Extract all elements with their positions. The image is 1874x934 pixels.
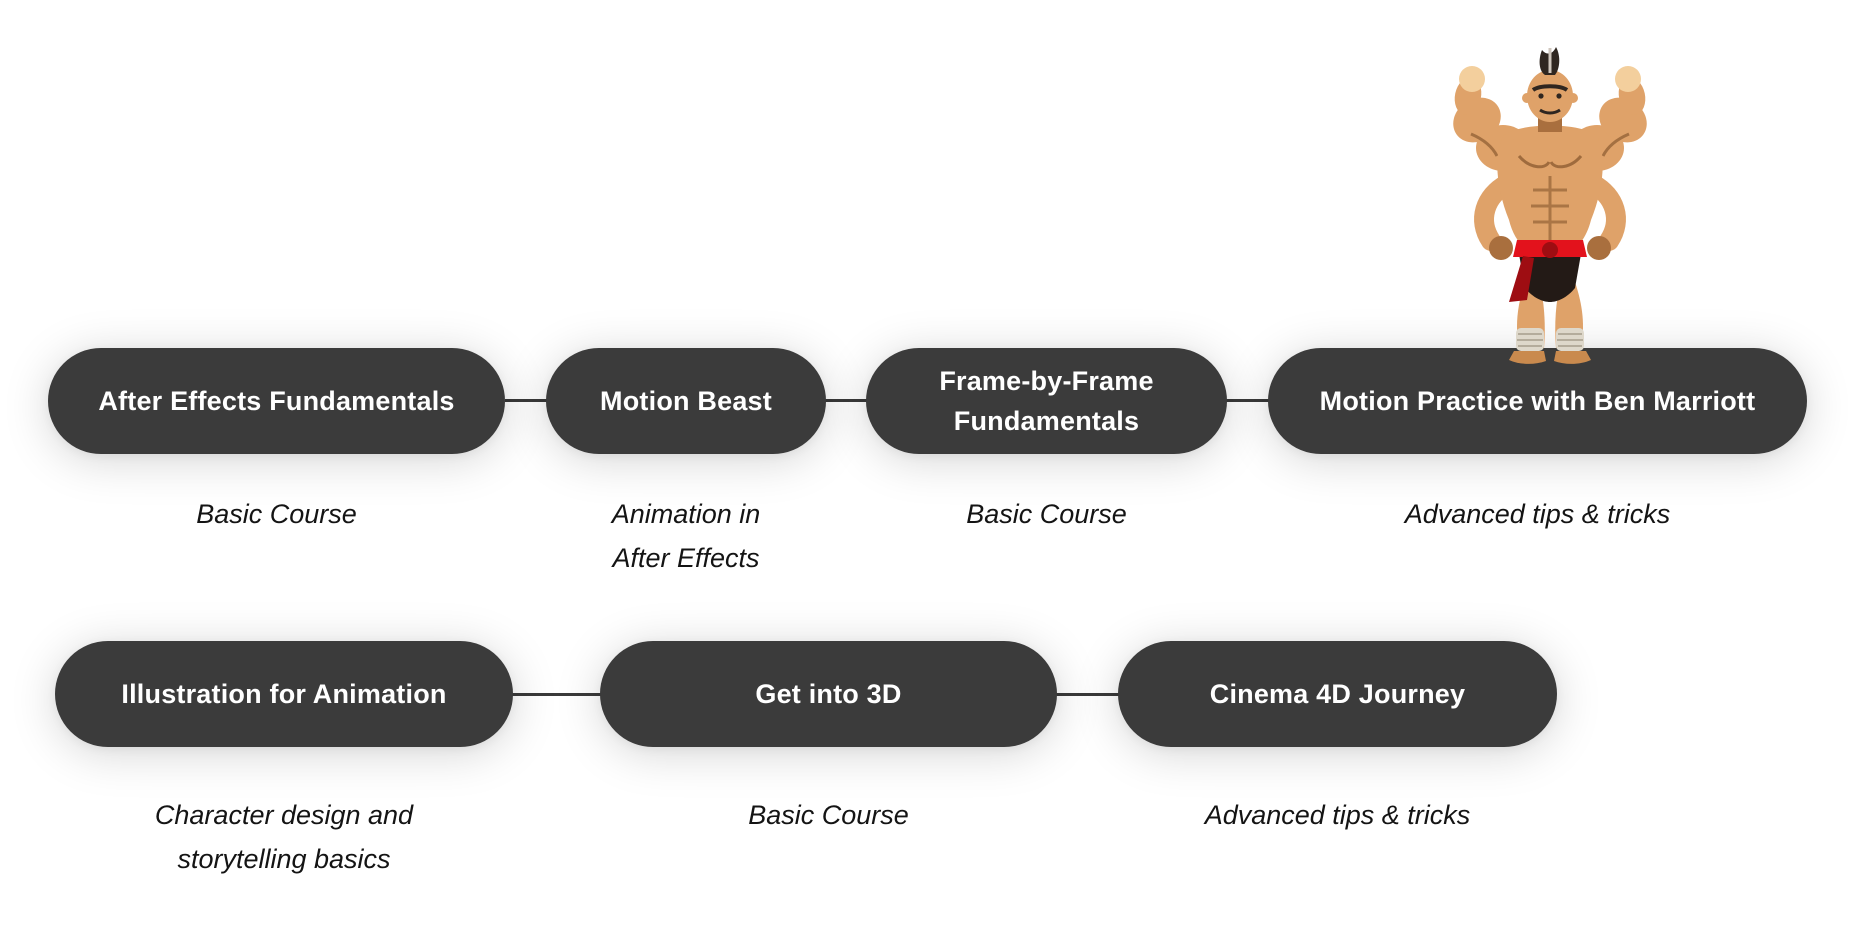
caption-line: After Effects [612,543,760,573]
caption-line: Basic Course [196,499,357,529]
course-node-get-into-3d[interactable]: Get into 3D [600,641,1057,747]
caption-line: Basic Course [966,499,1127,529]
connector-line [1055,693,1120,696]
course-node-label: After Effects Fundamentals [98,386,455,416]
course-node-label: Motion Beast [600,386,772,416]
connector-line [824,399,868,402]
course-caption-character-design-storytelling: Character design and storytelling basics [55,793,513,881]
mascot-head [1522,47,1578,132]
course-node-label-line1: Frame-by-Frame [939,366,1154,396]
course-caption-advanced-tips-tricks: Advanced tips & tricks [1118,793,1557,837]
course-node-cinema-4d-journey[interactable]: Cinema 4D Journey [1118,641,1557,747]
course-node-frame-by-frame-fundamentals[interactable]: Frame-by-Frame Fundamentals [866,348,1227,454]
course-node-motion-beast[interactable]: Motion Beast [546,348,826,454]
mascot-torso [1497,125,1603,258]
connector-line [1225,399,1270,402]
connector-line [511,693,602,696]
course-node-label: Get into 3D [755,679,902,709]
course-node-label: Cinema 4D Journey [1209,679,1466,709]
course-caption-advanced-tips-tricks: Advanced tips & tricks [1268,492,1807,536]
mascot-sash-and-briefs [1509,240,1587,302]
course-node-label: Motion Practice with Ben Marriott [1319,386,1756,416]
course-caption-animation-in-after-effects: Animation in After Effects [546,492,826,580]
caption-line: storytelling basics [177,844,391,874]
course-node-after-effects-fundamentals[interactable]: After Effects Fundamentals [48,348,505,454]
caption-line: Animation in [611,499,761,529]
course-caption-basic-course: Basic Course [600,793,1057,837]
caption-line: Character design and [154,800,414,830]
course-caption-basic-course: Basic Course [48,492,505,536]
caption-line: Advanced tips & tricks [1204,800,1471,830]
course-node-label-line2: Fundamentals [953,406,1140,436]
course-node-motion-practice-ben-marriott[interactable]: Motion Practice with Ben Marriott [1268,348,1807,454]
connector-line [505,399,548,402]
course-caption-basic-course: Basic Course [866,492,1227,536]
caption-line: Advanced tips & tricks [1404,499,1671,529]
course-node-label: Illustration for Animation [121,679,447,709]
caption-line: Basic Course [748,800,909,830]
course-node-illustration-for-animation[interactable]: Illustration for Animation [55,641,513,747]
mascot-four-armed-fighter-image [1453,47,1647,364]
